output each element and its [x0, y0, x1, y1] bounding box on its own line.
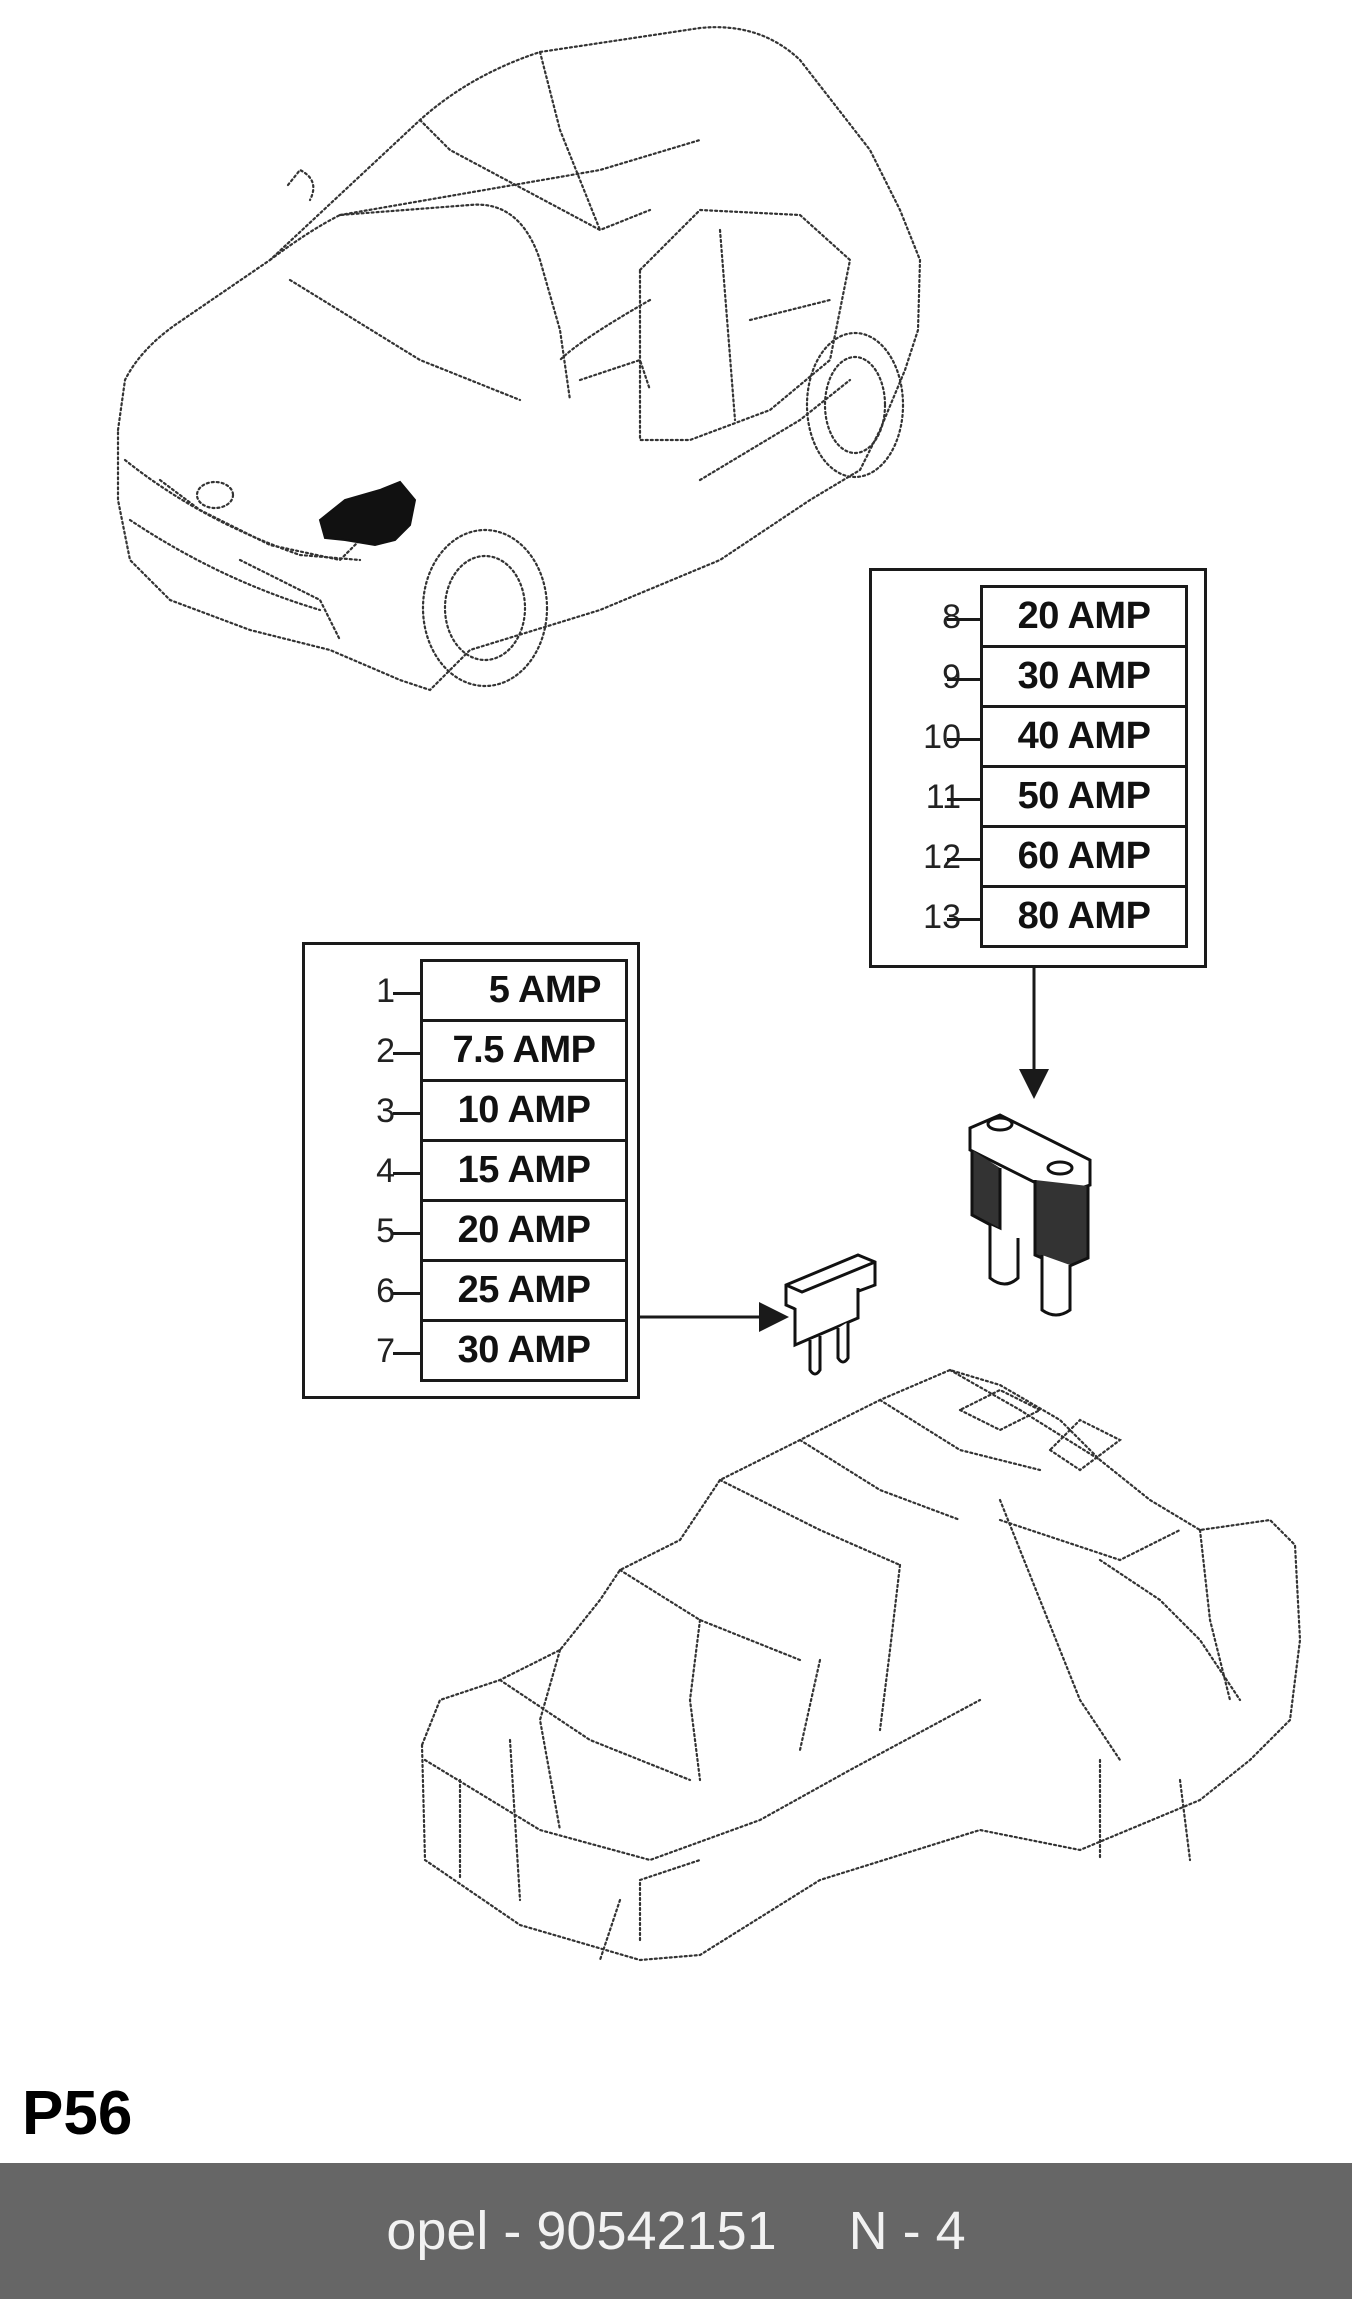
fusebox-location-marker	[318, 480, 417, 547]
leader-tick	[393, 1232, 423, 1235]
fuse-number: 10	[923, 718, 961, 756]
maxi-fuse-rating-column: 8 20 AMP 9 30 AMP 10 40 AMP 11 50 AMP 12	[923, 585, 1188, 948]
leader-tick	[947, 678, 983, 681]
leader-tick	[393, 1112, 423, 1115]
maxi-fuse-rating-table: 8 20 AMP 9 30 AMP 10 40 AMP 11 50 AMP 12	[869, 568, 1207, 968]
leader-tick	[393, 1052, 423, 1055]
fuse-number: 5	[376, 1212, 395, 1250]
fuse-rating: 30 AMP	[423, 1322, 625, 1382]
fuse-row-1: 1 5 AMP	[376, 962, 625, 1022]
fuse-number: 7	[376, 1332, 395, 1370]
fuse-number: 13	[923, 898, 961, 936]
fuse-rating: 40 AMP	[983, 708, 1185, 768]
fuse-number: 6	[376, 1272, 395, 1310]
leader-tick	[947, 738, 983, 741]
fuse-row-4: 4 15 AMP	[376, 1142, 625, 1202]
leader-tick	[947, 618, 983, 621]
fuse-rating: 5 AMP	[423, 962, 625, 1022]
leader-tick	[393, 1172, 423, 1175]
leader-tick	[947, 858, 983, 861]
fuse-rating: 80 AMP	[983, 888, 1185, 948]
leader-tick	[393, 992, 423, 995]
fuse-rating: 60 AMP	[983, 828, 1185, 888]
fuse-row-6: 6 25 AMP	[376, 1262, 625, 1322]
fuse-rating: 10 AMP	[423, 1082, 625, 1142]
mini-fuse-rating-table: 1 5 AMP 2 7.5 AMP 3 10 AMP 4 15 AMP 5	[302, 942, 640, 1399]
fuse-row-13: 13 80 AMP	[923, 888, 1185, 948]
maxi-fuse-illustration	[968, 1113, 1092, 1317]
fuse-row-3: 3 10 AMP	[376, 1082, 625, 1142]
fuse-rating: 20 AMP	[423, 1202, 625, 1262]
leader-tick	[947, 918, 983, 921]
fuse-row-2: 2 7.5 AMP	[376, 1022, 625, 1082]
car-illustration	[116, 26, 922, 692]
leader-tick	[393, 1292, 423, 1295]
mini-fuse-rating-column: 1 5 AMP 2 7.5 AMP 3 10 AMP 4 15 AMP 5	[376, 959, 628, 1382]
fuse-rating: 15 AMP	[423, 1142, 625, 1202]
fuse-number: 8	[942, 598, 961, 636]
fuse-rating: 7.5 AMP	[423, 1022, 625, 1082]
fuse-rating: 20 AMP	[983, 588, 1185, 648]
leader-tick	[393, 1352, 423, 1355]
part-reference: opel - 90542151	[386, 2201, 777, 2261]
fuse-number: 9	[942, 658, 961, 696]
fuse-rating: 30 AMP	[983, 648, 1185, 708]
fuse-number: 11	[925, 778, 961, 816]
fuse-row-9: 9 30 AMP	[942, 648, 1185, 708]
fuse-row-5: 5 20 AMP	[376, 1202, 625, 1262]
fuse-number: 4	[376, 1152, 395, 1190]
fuse-number: 2	[376, 1032, 395, 1070]
fusebox-illustration	[420, 1368, 1302, 1962]
fuse-row-12: 12 60 AMP	[923, 828, 1185, 888]
diagram-position: N - 4	[848, 2201, 966, 2261]
fuse-row-10: 10 40 AMP	[923, 708, 1185, 768]
fuse-number: 3	[376, 1092, 395, 1130]
fuse-row-8: 8 20 AMP	[942, 588, 1185, 648]
footer-bar: opel - 90542151 N - 4	[0, 2163, 1352, 2299]
fuse-number: 12	[923, 838, 961, 876]
page-label: P56	[22, 2079, 133, 2148]
illustration-layer	[116, 26, 1302, 1962]
fuse-rating: 25 AMP	[423, 1262, 625, 1322]
fuse-row-7: 7 30 AMP	[376, 1322, 625, 1382]
mini-fuse-illustration	[784, 1253, 877, 1376]
fuse-row-11: 11 50 AMP	[926, 768, 1185, 828]
fuse-number: 1	[376, 972, 395, 1010]
leader-tick	[947, 798, 983, 801]
fuse-rating: 50 AMP	[983, 768, 1185, 828]
